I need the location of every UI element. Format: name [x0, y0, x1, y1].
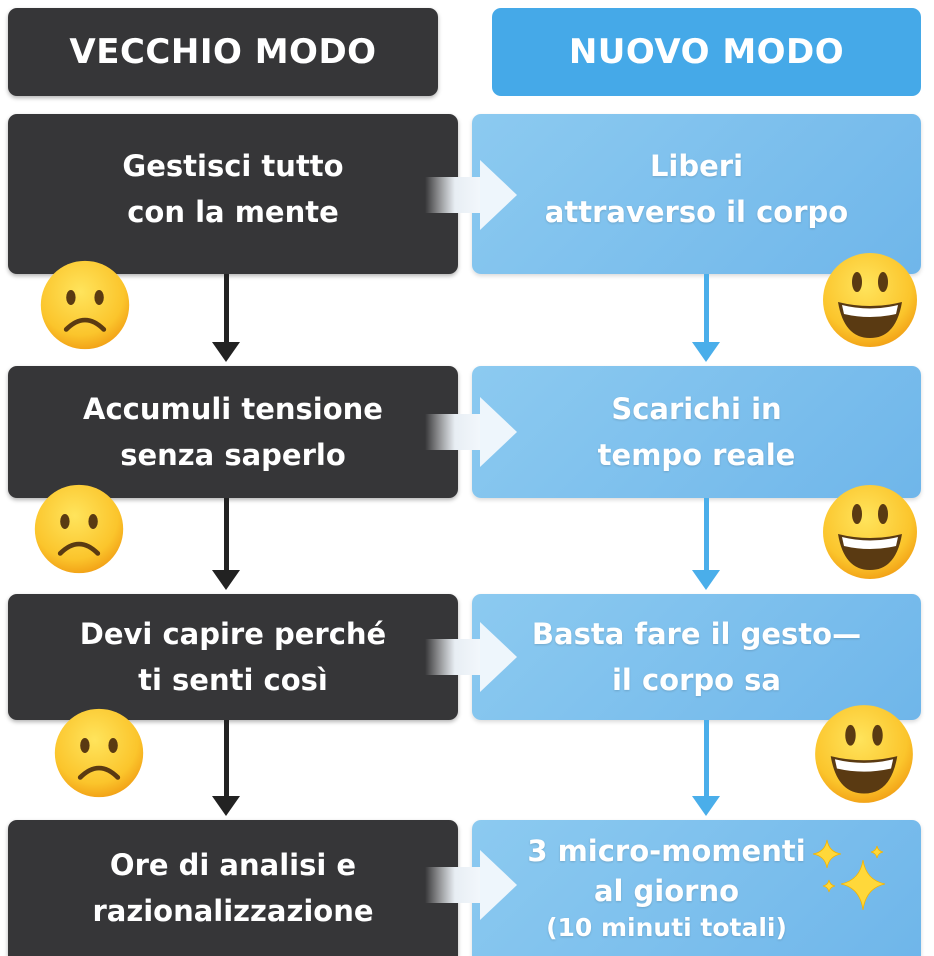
right-arrow-icon [425, 622, 517, 692]
sparkles-icon [812, 839, 886, 911]
header-old-label: VECCHIO MODO [69, 32, 377, 72]
down-arrow-old-2 [224, 498, 229, 572]
old-step-text: Accumuli tensione [83, 392, 383, 426]
sad-face-icon [40, 260, 130, 350]
sad-face-icon [54, 708, 144, 798]
right-arrow-icon [425, 397, 517, 467]
header-new-label: NUOVO MODO [568, 32, 845, 72]
header-new-way: NUOVO MODO [492, 8, 921, 96]
new-step-text: al giorno [593, 874, 740, 908]
old-step-1: Gestisci tutto con la mente [8, 114, 458, 274]
arrowhead [692, 796, 720, 816]
new-step-text: Liberi [649, 149, 744, 183]
new-step-text: Basta fare il gesto— [531, 617, 862, 651]
old-step-text: Gestisci tutto [122, 149, 344, 183]
new-step-text: 3 micro-momenti [527, 834, 806, 868]
arrowhead [692, 570, 720, 590]
new-step-text: (10 minuti totali) [546, 913, 787, 942]
right-arrow-icon [425, 850, 517, 920]
new-step-1: Liberi attraverso il corpo [472, 114, 921, 274]
sad-face-icon [34, 484, 124, 574]
old-step-text: con la mente [127, 195, 339, 229]
old-step-text: Ore di analisi e [109, 848, 357, 882]
new-step-text: Scarichi in [611, 392, 782, 426]
down-arrow-old-3 [224, 720, 229, 798]
down-arrow-new-3 [704, 720, 709, 798]
grinning-face-icon [823, 253, 917, 347]
old-step-text: senza saperlo [120, 438, 346, 472]
old-step-4: Ore di analisi e razionalizzazione [8, 820, 458, 956]
old-step-text: ti senti così [138, 663, 328, 697]
new-step-3: Basta fare il gesto— il corpo sa [472, 594, 921, 720]
arrowhead [692, 342, 720, 362]
grinning-face-icon [823, 485, 917, 579]
new-step-4: 3 micro-momenti al giorno (10 minuti total… [472, 820, 921, 956]
old-step-text: razionalizzazione [92, 894, 374, 928]
header-old-way: VECCHIO MODO [8, 8, 438, 96]
right-arrow-icon [425, 160, 517, 230]
down-arrow-old-1 [224, 274, 229, 344]
old-step-text: Devi capire perché [79, 617, 387, 651]
arrowhead [212, 570, 240, 590]
old-step-2: Accumuli tensione senza saperlo [8, 366, 458, 498]
old-step-3: Devi capire perché ti senti così [8, 594, 458, 720]
arrowhead [212, 342, 240, 362]
down-arrow-new-2 [704, 498, 709, 572]
new-step-text: tempo reale [597, 438, 796, 472]
grinning-face-icon [815, 705, 913, 803]
arrowhead [212, 796, 240, 816]
new-step-text: attraverso il corpo [544, 195, 849, 229]
new-step-2: Scarichi in tempo reale [472, 366, 921, 498]
new-step-text: il corpo sa [611, 663, 781, 697]
down-arrow-new-1 [704, 274, 709, 344]
